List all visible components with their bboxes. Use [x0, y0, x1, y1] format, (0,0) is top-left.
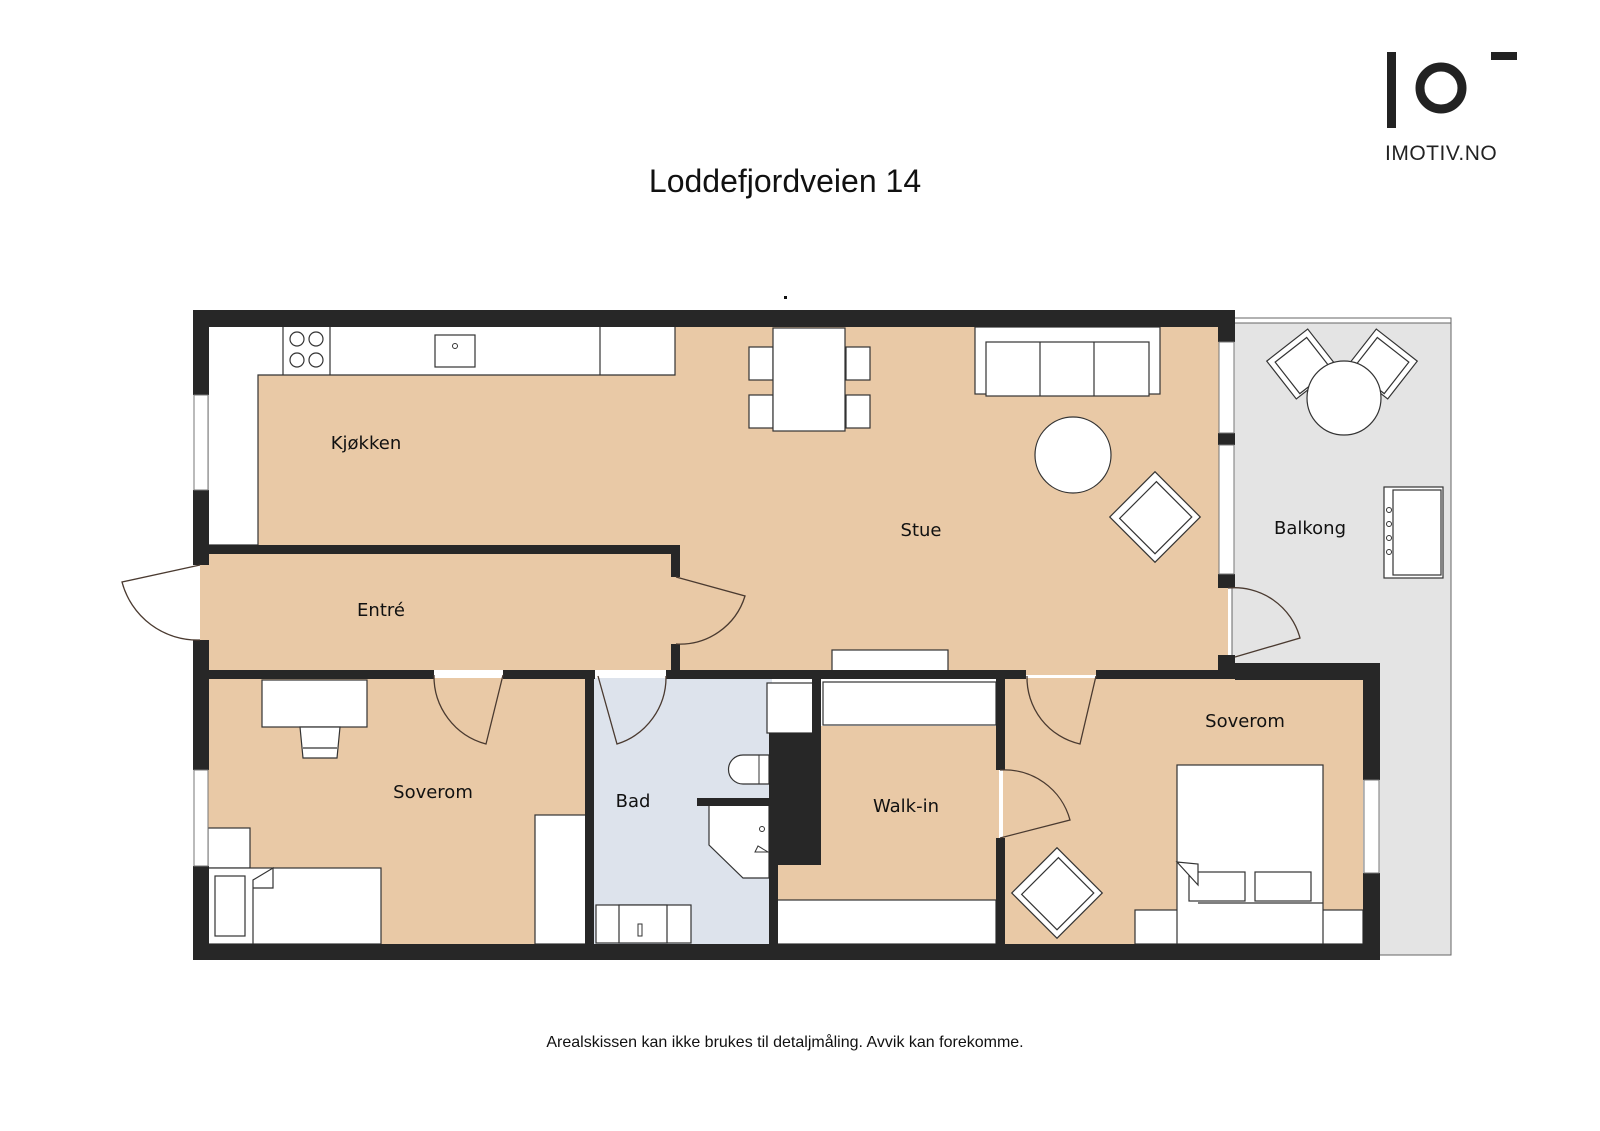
windows [193, 341, 1380, 874]
logo-dash-icon [1491, 52, 1517, 60]
room-label-balcony: Balkong [1274, 518, 1346, 539]
room-label-living: Stue [901, 520, 942, 541]
door-walk-in [999, 769, 1071, 839]
logo-circle-icon [1415, 62, 1467, 114]
door-bedroom-2 [1026, 675, 1097, 745]
dining-table [748, 327, 871, 432]
room-label-kitchen: Kjøkken [331, 433, 402, 454]
logo-bar-icon [1387, 52, 1396, 128]
room-label-entry: Entré [357, 600, 405, 621]
sink-icon [434, 334, 476, 368]
window-bedroom-1 [193, 769, 209, 867]
doors [121, 564, 1301, 839]
double-bed [1176, 764, 1324, 945]
balcony-grill [1383, 486, 1444, 579]
door-entry-living [675, 576, 746, 645]
window-bedroom-2 [1363, 779, 1380, 874]
logo-text: IMOTIV.NO [1385, 142, 1498, 165]
kitchen-counter [207, 324, 676, 546]
walls [193, 310, 1380, 960]
disclaimer-text: Arealskissen kan ikke brukes til detaljm… [546, 1034, 1024, 1051]
imotiv-logo [1387, 52, 1517, 128]
bedroom-2-furniture [1010, 764, 1364, 945]
window-living-2 [1218, 444, 1235, 575]
door-front [121, 564, 201, 641]
room-label-bathroom: Bad [616, 791, 651, 812]
window-kitchen [193, 394, 209, 491]
room-label-bedroom-2: Soverom [1205, 711, 1285, 732]
marker-dot [784, 296, 787, 299]
room-label-bedroom-1: Soverom [393, 782, 473, 803]
armchair-living [1108, 470, 1202, 564]
door-bathroom [597, 675, 667, 745]
room-label-walk-in: Walk-in [873, 796, 939, 817]
round-coffee-table [1034, 416, 1112, 494]
sofa [974, 326, 1161, 397]
toilet-icon [727, 754, 770, 785]
stove-icon [289, 331, 324, 368]
walk-in-shelves [776, 681, 997, 945]
tv-bench [831, 649, 949, 673]
balcony-table-set [1265, 328, 1419, 436]
page-title: Loddefjordveien 14 [648, 163, 922, 199]
bathroom-fixtures [595, 682, 816, 944]
window-living-1 [1218, 341, 1235, 434]
door-balcony [1227, 587, 1301, 658]
door-bedroom-1 [433, 674, 504, 745]
